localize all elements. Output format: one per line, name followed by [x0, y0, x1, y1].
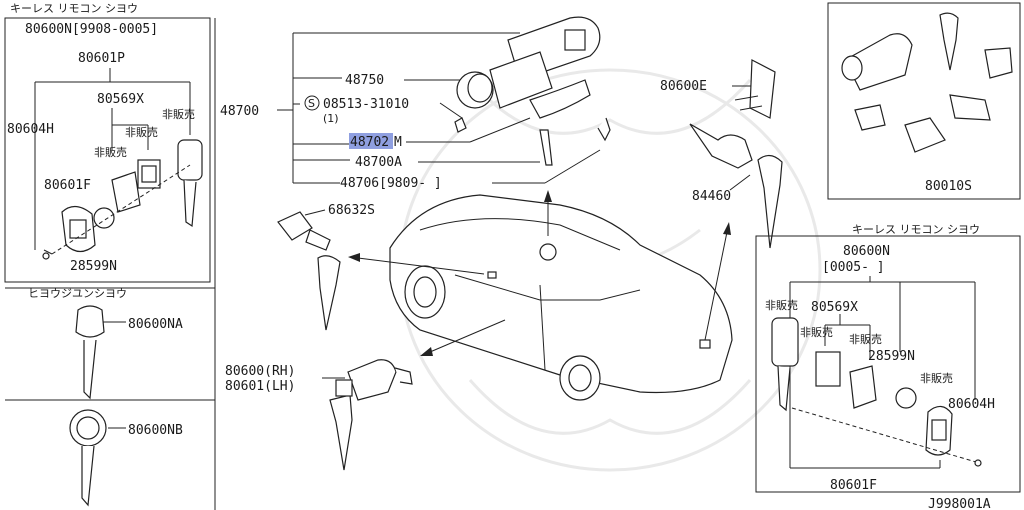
key-blade-part [177, 139, 203, 228]
label-48702: 48702 [350, 135, 389, 150]
label-48700: 48700 [220, 104, 259, 119]
label-48700A: 48700A [355, 155, 402, 170]
part-number: 80600N [843, 244, 890, 259]
panel-title: ヒヨウジユンシヨウ [28, 287, 127, 300]
door-lock-cylinders: 80600(RH) 80601(LH) [225, 359, 413, 471]
label-80600E: 80600E [660, 79, 707, 94]
label-80600NB: 80600NB [128, 423, 183, 438]
label-80604H: 80604H [948, 397, 995, 412]
battery-part [895, 387, 917, 409]
remote-cover-part [925, 405, 953, 456]
ignition-assembly-callouts: 48700 48750 S 08513-31010 (1) 48702 M 48… [220, 32, 601, 191]
glove-box-lock-68632S: 68632S [277, 203, 375, 331]
screw-part [974, 459, 982, 467]
label-hihanbai: 非販売 [920, 372, 953, 385]
highlight-box [349, 133, 393, 149]
remote-cover-part [61, 205, 96, 253]
pointer-arrows [348, 190, 731, 356]
label-hihanbai: 非販売 [800, 326, 833, 339]
label-hihanbai: 非販売 [125, 126, 158, 139]
label-80600NA: 80600NA [128, 317, 183, 332]
label-48702-suffix: M [394, 135, 402, 150]
diagram-code: J998001A [928, 497, 991, 510]
label-28599N: 28599N [868, 349, 915, 364]
label-80010S: 80010S [925, 179, 972, 194]
circuit-board-part [111, 159, 161, 213]
label-48750: 48750 [345, 73, 384, 88]
vehicle-sedan [389, 194, 733, 401]
label-80600RH: 80600(RH) [225, 364, 295, 379]
label-28599N: 28599N [70, 259, 117, 274]
ignition-lock-cylinder [456, 16, 611, 166]
circuit-board-part [849, 365, 877, 409]
label-hihanbai: 非販売 [849, 333, 882, 346]
label-80569X: 80569X [97, 92, 144, 107]
label-80604H: 80604H [7, 122, 54, 137]
label-68632S: 68632S [328, 203, 375, 218]
label-hihanbai: 非販売 [162, 108, 195, 121]
panel-title: キーレス リモコン シヨウ [852, 223, 980, 236]
standard-key-panel: ヒヨウジユンシヨウ 80600NA 80600NB [5, 287, 215, 507]
label-80601F: 80601F [830, 478, 877, 493]
label-80601F: 80601F [44, 178, 91, 193]
circuit-board-part [815, 351, 841, 387]
part-number: 80600N[9908-0005] [25, 22, 158, 37]
label-08513-31010: 08513-31010 [323, 97, 409, 112]
key-80600NA [75, 305, 105, 400]
key-80600NB [69, 409, 107, 507]
label-80601P: 80601P [78, 51, 125, 66]
label-80601LH: 80601(LH) [225, 379, 295, 394]
keyless-remote-panel-right: キーレス リモコン シヨウ 80600N [0005- ] 非販売 80569X… [755, 223, 1021, 493]
screw-part [42, 252, 50, 260]
label-hihanbai: 非販売 [765, 299, 798, 312]
label-hihanbai: 非販売 [94, 146, 127, 159]
keyless-remote-panel-left: キーレス リモコン シヨウ 80600N[9908-0005] 80601P 8… [4, 2, 211, 283]
label-84460: 84460 [692, 189, 731, 204]
label-48706: 48706[9809- ] [340, 176, 442, 191]
battery-part [93, 207, 115, 229]
label-80569X: 80569X [811, 300, 858, 315]
key-set-80010S-panel: 80010S [827, 2, 1021, 200]
trunk-lock-84460: 80600E 84460 [660, 59, 783, 249]
screw-symbol-letter: S [308, 97, 315, 110]
screw-symbol [304, 95, 320, 111]
panel-title: キーレス リモコン シヨウ [10, 2, 138, 15]
key-blade-part [771, 317, 799, 412]
label-quantity: (1) [323, 112, 339, 125]
part-range: [0005- ] [822, 260, 885, 275]
shear-bolt [454, 117, 467, 133]
